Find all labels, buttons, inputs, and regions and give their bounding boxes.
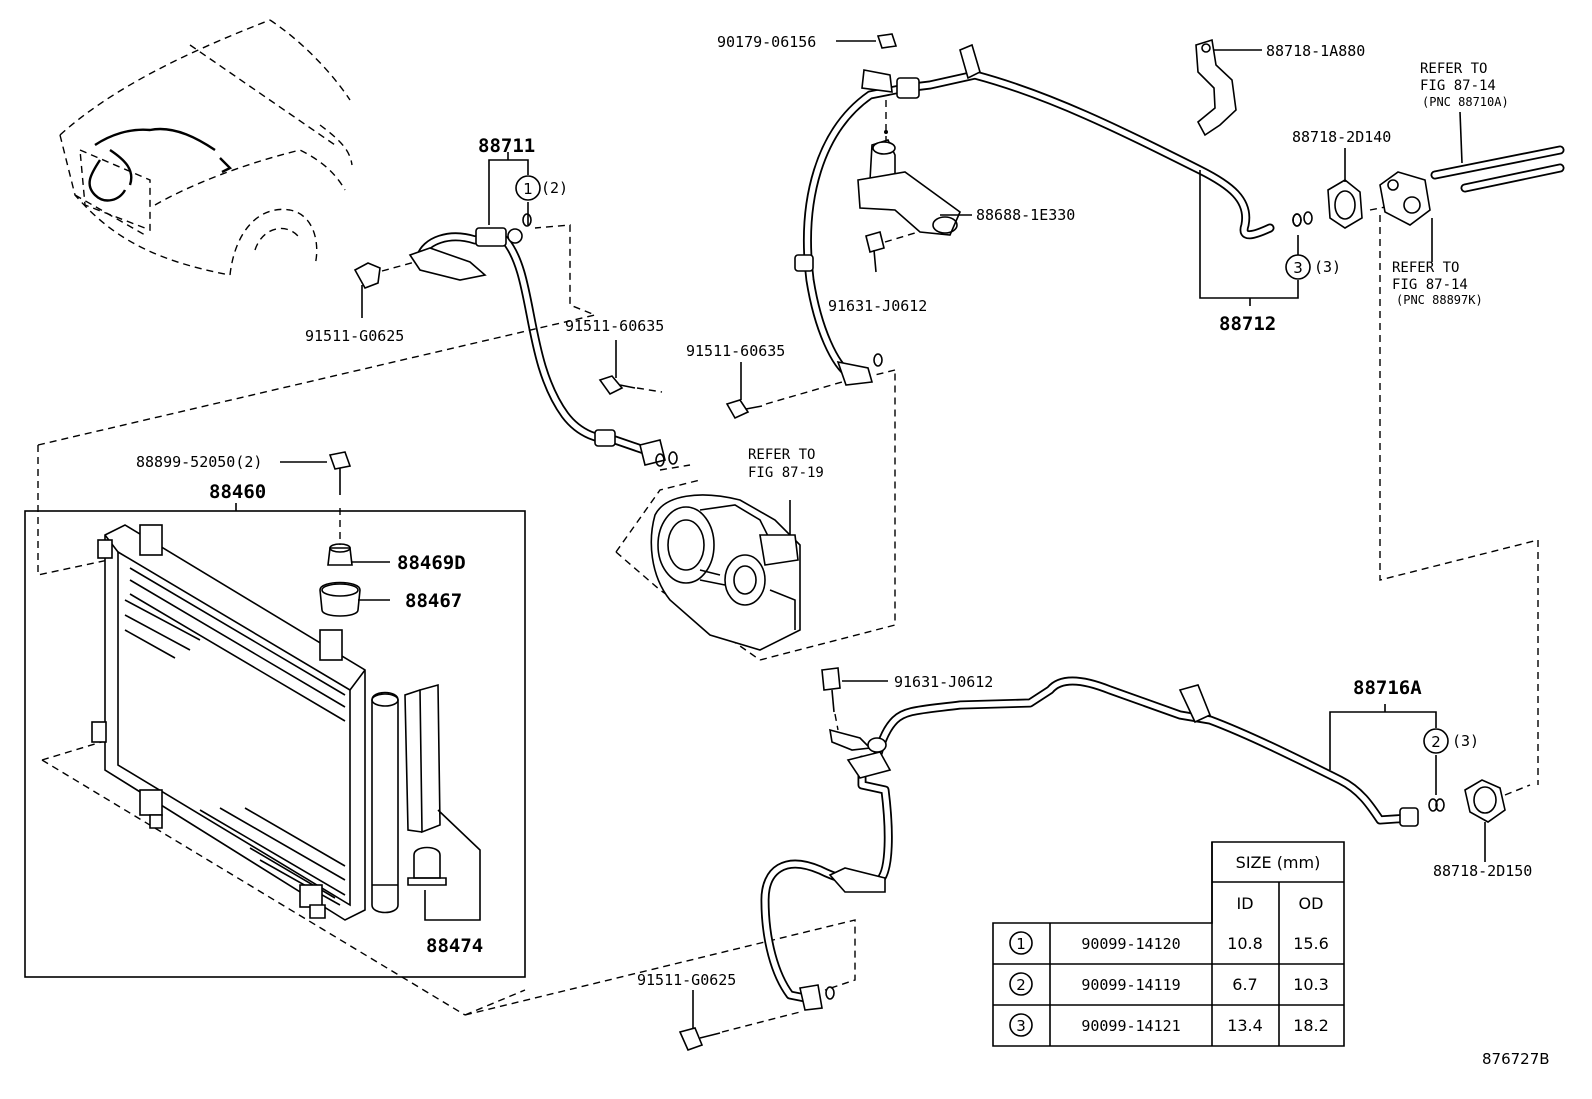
label-88718-1A880: 88718-1A880: [1266, 42, 1365, 60]
size-table-part: 90099-14121: [1081, 1017, 1180, 1035]
label-refer-b-2: FIG 87-14: [1392, 277, 1468, 293]
size-table-part: 90099-14119: [1081, 976, 1180, 994]
label-refer-c-1: REFER TO: [748, 447, 815, 463]
size-table-id: 13.4: [1227, 1016, 1263, 1035]
label-refer-b-1: REFER TO: [1392, 260, 1459, 276]
pressure-switch-88688: [857, 100, 961, 236]
label-88716A: 88716A: [1353, 677, 1422, 699]
compressor-illustration: [615, 369, 896, 661]
label-91511-60635-b: 91511-60635: [686, 342, 785, 360]
callout-circle-1: 1: [515, 175, 541, 201]
bolt-91511-60635-b: [725, 362, 843, 420]
size-table-mark: 1: [1016, 935, 1026, 953]
label-refer-a-1: REFER TO: [1420, 61, 1487, 77]
label-88711: 88711: [478, 135, 535, 157]
size-table-col-od: OD: [1299, 894, 1324, 913]
nut-88718-2D140: [1327, 148, 1396, 229]
label-91511-G0625-top: 91511-G0625: [305, 327, 404, 345]
size-table-part: 90099-14120: [1081, 935, 1180, 953]
label-88469D: 88469D: [397, 552, 466, 574]
label-brackets: [488, 49, 1437, 795]
block-joint: [1379, 171, 1431, 226]
dashed-boundary-right: [1379, 215, 1539, 785]
bolt-91511-G0625-bottom: [678, 990, 801, 1052]
size-table-col-id: ID: [1236, 894, 1253, 913]
label-circle1-qty: (2): [541, 179, 568, 197]
label-91511-60635-a: 91511-60635: [565, 317, 664, 335]
receiver-tank: [371, 691, 399, 914]
label-91631-J0612-top: 91631-J0612: [828, 297, 927, 315]
grommet-88467: [319, 581, 390, 617]
hose-88711: [408, 213, 678, 466]
size-table-id: 6.7: [1232, 975, 1257, 994]
label-refer-b-3: (PNC 88897K): [1396, 293, 1483, 307]
refer-hose-87-14: [1430, 111, 1565, 262]
size-table-mark: 3: [1016, 1017, 1026, 1035]
label-88718-2D150: 88718-2D150: [1433, 862, 1532, 880]
condenser-assembly-box: [24, 224, 856, 1016]
tube-88716A: [760, 676, 1438, 1011]
label-88688-1E330: 88688-1E330: [976, 206, 1075, 224]
callout-circle-3-text: 3: [1293, 259, 1303, 277]
vehicle-location-illustration: [59, 19, 353, 276]
nut-88718-2D150: [1464, 779, 1531, 862]
size-table-od: 10.3: [1293, 975, 1329, 994]
callout-circle-3: 3: [1285, 254, 1311, 280]
label-refer-a-2: FIG 87-14: [1420, 78, 1496, 94]
bracket-88718-1A880: [1195, 38, 1237, 137]
bolt-91631-J0612-top: [865, 231, 916, 273]
filter-88474: [404, 683, 481, 921]
part-labels: 90179-06156 88718-1A880 REFER TO FIG 87-…: [136, 33, 1532, 989]
label-circle3-qty: (3): [1314, 258, 1341, 276]
label-88899-52050: 88899-52050(2): [136, 453, 262, 471]
o-ring-size-table: SIZE (mm) ID OD 1 90099-14120 10.8 15.6 …: [992, 841, 1345, 1047]
hose-88712: [794, 43, 1302, 386]
bolt-91631-J0612-bottom: [821, 667, 888, 731]
size-table-row: 1 90099-14120 10.8 15.6: [1009, 931, 1329, 955]
label-90179-06156: 90179-06156: [717, 33, 816, 51]
bolt-91511-60635-a: [598, 340, 663, 396]
label-91631-J0612-bottom: 91631-J0612: [894, 673, 993, 691]
size-table-od: 18.2: [1293, 1016, 1329, 1035]
callout-circle-2-text: 2: [1431, 733, 1441, 751]
size-table-mark: 2: [1016, 976, 1026, 994]
size-table-od: 15.6: [1293, 934, 1329, 953]
label-88467: 88467: [405, 590, 462, 612]
label-88474: 88474: [426, 935, 483, 957]
bolt-91511-G0625-top: [353, 261, 416, 318]
label-91511-G0625-bottom: 91511-G0625: [637, 971, 736, 989]
bolt-88899-52050: [280, 451, 352, 545]
callout-circle-2: 2: [1423, 728, 1449, 754]
label-circle2-qty: (3): [1452, 732, 1479, 750]
label-88460: 88460: [209, 481, 266, 503]
callout-circle-1-text: 1: [523, 180, 533, 198]
label-refer-a-3: (PNC 88710A): [1422, 95, 1509, 109]
label-88718-2D140: 88718-2D140: [1292, 128, 1391, 146]
label-refer-c-2: FIG 87-19: [748, 465, 824, 481]
size-table-row: 3 90099-14121 13.4 18.2: [1009, 1013, 1329, 1037]
drawing-number: 876727B: [1482, 1050, 1550, 1068]
nut-90179-06156: [836, 33, 898, 49]
condenser-core: [91, 524, 366, 921]
size-table-id: 10.8: [1227, 934, 1263, 953]
o-rings: [655, 211, 1445, 812]
label-88712: 88712: [1219, 313, 1276, 335]
size-table-header: SIZE (mm): [1236, 853, 1321, 872]
cap-88469D: [327, 543, 390, 566]
size-table-row: 2 90099-14119 6.7 10.3: [1009, 972, 1329, 996]
